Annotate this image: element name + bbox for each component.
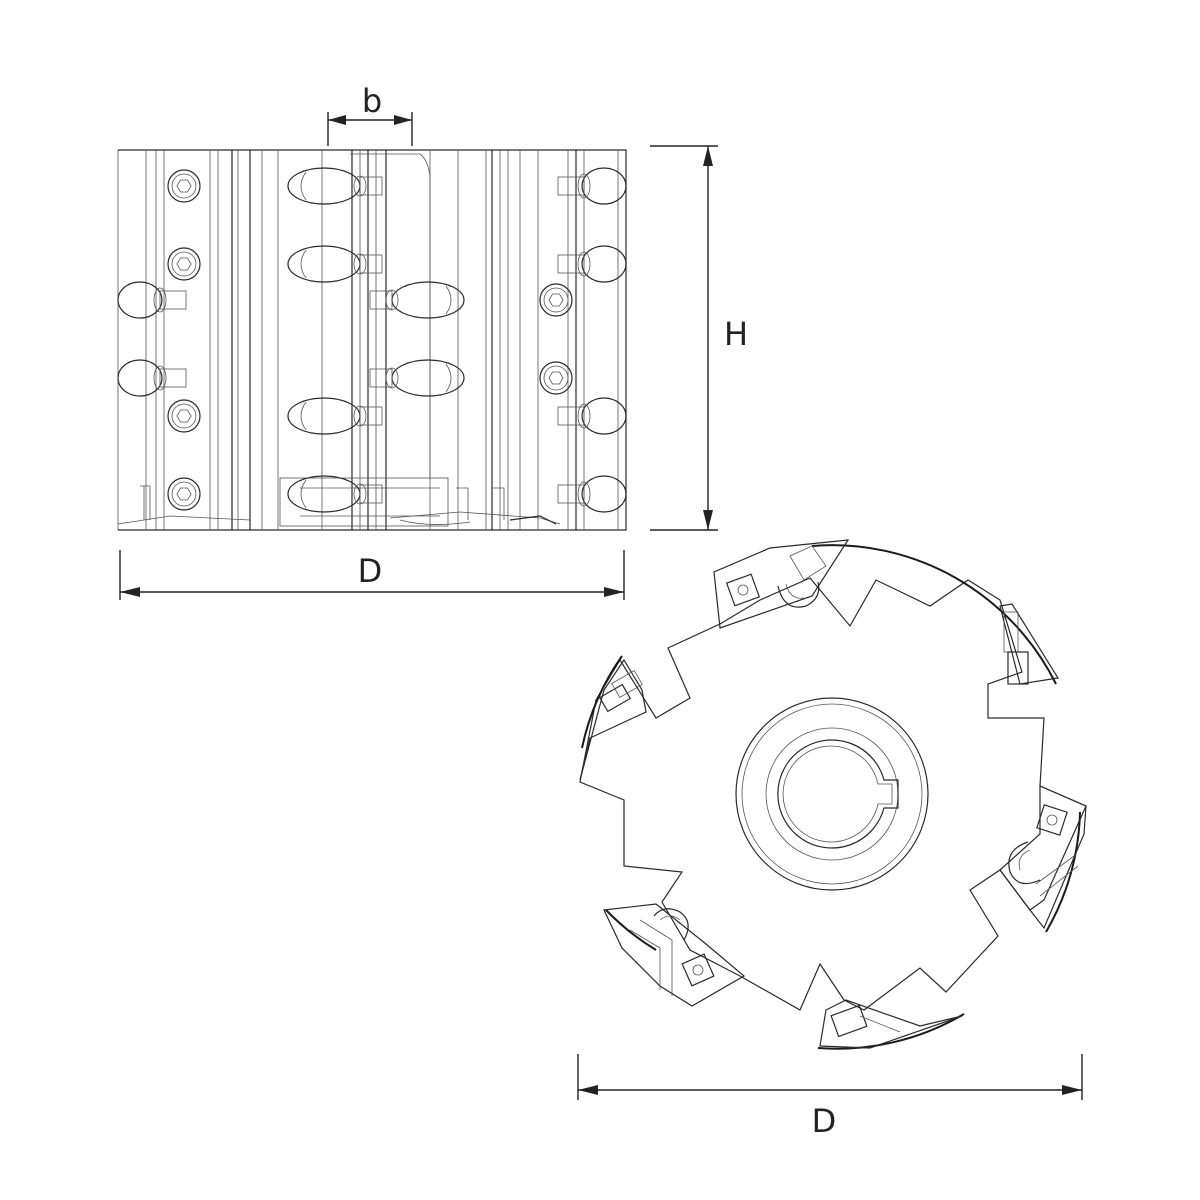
side-view-bottom-blades (117, 485, 561, 525)
side-view-outline (118, 149, 627, 531)
dimension-d-side: D (119, 550, 625, 600)
blade-insert-top (713, 539, 850, 629)
dimension-h-label: H (724, 315, 748, 353)
blade-insert-upper-right (999, 603, 1059, 685)
blade-insert-right (999, 785, 1087, 930)
dimension-b: b (327, 82, 413, 146)
bore-keyway (777, 739, 899, 849)
blade-insert-lower-left (603, 903, 746, 1007)
dimension-h: H (650, 145, 748, 531)
screw-heads-right-edge (557, 167, 627, 513)
dimension-d-front-label: D (812, 1102, 837, 1140)
bolt-group-left (167, 169, 201, 511)
dimension-b-label: b (362, 82, 382, 120)
bolt-group-right (539, 283, 573, 395)
hub-outer-ring (735, 697, 929, 891)
screw-heads-left-edge (117, 281, 187, 397)
side-view (117, 149, 627, 531)
cutter-hub (735, 697, 929, 891)
dimension-d-side-label: D (358, 552, 383, 590)
side-view-structure-lines (145, 150, 619, 530)
front-view (579, 539, 1087, 1050)
cutter-body-outline (579, 577, 1087, 1011)
blade-insert-lower-right (819, 999, 963, 1049)
dimension-d-front: D (577, 1054, 1083, 1140)
blade-insert-left (579, 658, 647, 781)
